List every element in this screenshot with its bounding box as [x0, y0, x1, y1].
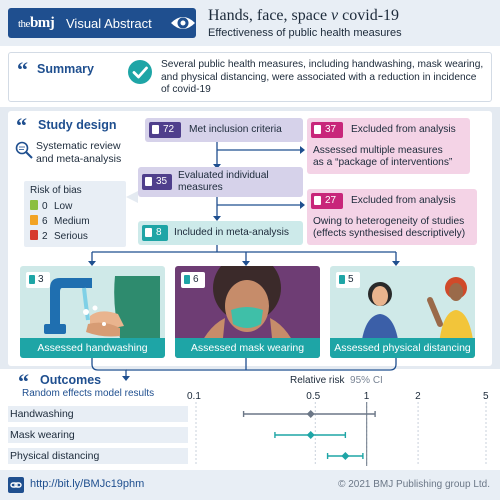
axis-tick-label: 5: [483, 391, 489, 402]
document-icon: [314, 196, 321, 205]
outcome-label-bar: [8, 427, 188, 443]
summary-text: Several public health measures, includin…: [161, 59, 484, 95]
visual-abstract-badge: thebmj Visual Abstract: [8, 8, 196, 38]
badge-label: Visual Abstract: [66, 16, 152, 31]
count-tag: 27: [311, 193, 343, 209]
axis-tick-label: 0.5: [306, 391, 321, 402]
search-icon: [15, 141, 33, 159]
handwashing-panel: 3 Assessed handwashing: [20, 266, 165, 358]
outcomes-subheading: Random effects model results: [22, 388, 155, 399]
outcomes-heading: Outcomes: [40, 373, 102, 387]
panel-label: Assessed mask wearing: [175, 338, 320, 358]
excluded-heterogeneity-box: 27 Excluded from analysis Owing to heter…: [307, 189, 477, 245]
flow-label: Included in meta-analysis: [174, 227, 289, 238]
count-tag: 3: [26, 272, 50, 288]
document-icon: [30, 230, 38, 240]
outcome-row: Handwashing: [8, 406, 492, 422]
count-tag: 72: [149, 122, 181, 138]
check-icon: [128, 60, 152, 84]
article-link[interactable]: http://bit.ly/BMJc19phm: [30, 478, 145, 490]
outcome-label-bar: [8, 448, 188, 464]
summary-section: “ Summary Several public health measures…: [8, 52, 492, 102]
copyright-text: © 2021 BMJ Publishing group Ltd.: [338, 479, 490, 490]
outcome-label: Handwashing: [10, 408, 74, 420]
outcome-label-bar: [8, 406, 188, 422]
count-tag: 5: [336, 272, 360, 288]
risk-of-bias-title: Risk of bias: [30, 185, 82, 196]
outcome-label: Physical distancing: [10, 450, 100, 462]
count-tag: 35: [142, 174, 172, 190]
physical-distancing-panel: 5 Assessed physical distancing: [330, 266, 475, 358]
flow-label: Evaluated individual measures: [178, 170, 269, 193]
count-tag: 37: [311, 122, 343, 138]
point-estimate: [306, 410, 315, 418]
link-icon: [8, 477, 24, 493]
eye-icon: [171, 17, 195, 29]
flow-note: Owing to heterogeneity of studies (effec…: [313, 216, 466, 239]
point-estimate: [306, 431, 315, 439]
evaluated-box: 35 Evaluated individual measures: [138, 167, 303, 197]
flow-label: Met inclusion criteria: [189, 124, 282, 135]
quote-icon: “: [16, 113, 27, 138]
quote-icon: “: [17, 57, 28, 82]
count-tag: 6: [181, 272, 205, 288]
flow-note: Assessed multiple measures as a “package…: [313, 145, 453, 168]
document-icon: [152, 125, 159, 134]
summary-heading: Summary: [37, 62, 94, 76]
outcome-row: Physical distancing: [8, 448, 492, 464]
design-subheading: Systematic review and meta-analysis: [36, 140, 122, 165]
page-subtitle: Effectiveness of public health measures: [208, 27, 402, 39]
axis-tick-label: 2: [415, 391, 421, 402]
document-icon: [184, 275, 190, 284]
flow-label: Excluded from analysis: [351, 195, 456, 206]
document-icon: [339, 275, 345, 284]
document-icon: [30, 215, 38, 225]
header: thebmj Visual Abstract Hands, face, spac…: [0, 0, 500, 46]
handwashing-illustration: [44, 276, 160, 338]
flow-label: Excluded from analysis: [351, 124, 456, 135]
quote-icon: “: [18, 369, 29, 394]
axis-tick-label: 1: [363, 391, 370, 402]
panel-label: Assessed handwashing: [20, 338, 165, 358]
document-icon: [29, 275, 35, 284]
point-estimate: [341, 452, 350, 460]
count-tag: 8: [142, 225, 168, 241]
document-icon: [30, 200, 38, 210]
included-box: 8 Included in meta-analysis: [138, 221, 303, 245]
page-title: Hands, face, space v covid-19: [208, 7, 400, 24]
footer: http://bit.ly/BMJc19phm © 2021 BMJ Publi…: [0, 470, 500, 500]
mask-wearing-panel: 6 Assessed mask wearing: [175, 266, 320, 358]
met-criteria-box: 72 Met inclusion criteria: [145, 118, 303, 142]
axis-tick-label: 0.1: [187, 391, 201, 402]
outcome-label: Mask wearing: [10, 429, 75, 441]
relative-risk-label: Relative risk 95% CI: [290, 375, 383, 386]
document-icon: [314, 125, 321, 134]
outcome-row: Mask wearing: [8, 427, 492, 443]
study-design-heading: Study design: [38, 118, 117, 132]
document-icon: [145, 177, 152, 186]
document-icon: [145, 228, 152, 237]
excluded-multiple-box: 37 Excluded from analysis Assessed multi…: [307, 118, 470, 174]
bmj-logo: thebmj: [18, 15, 55, 31]
panel-label: Assessed physical distancing: [330, 338, 475, 358]
